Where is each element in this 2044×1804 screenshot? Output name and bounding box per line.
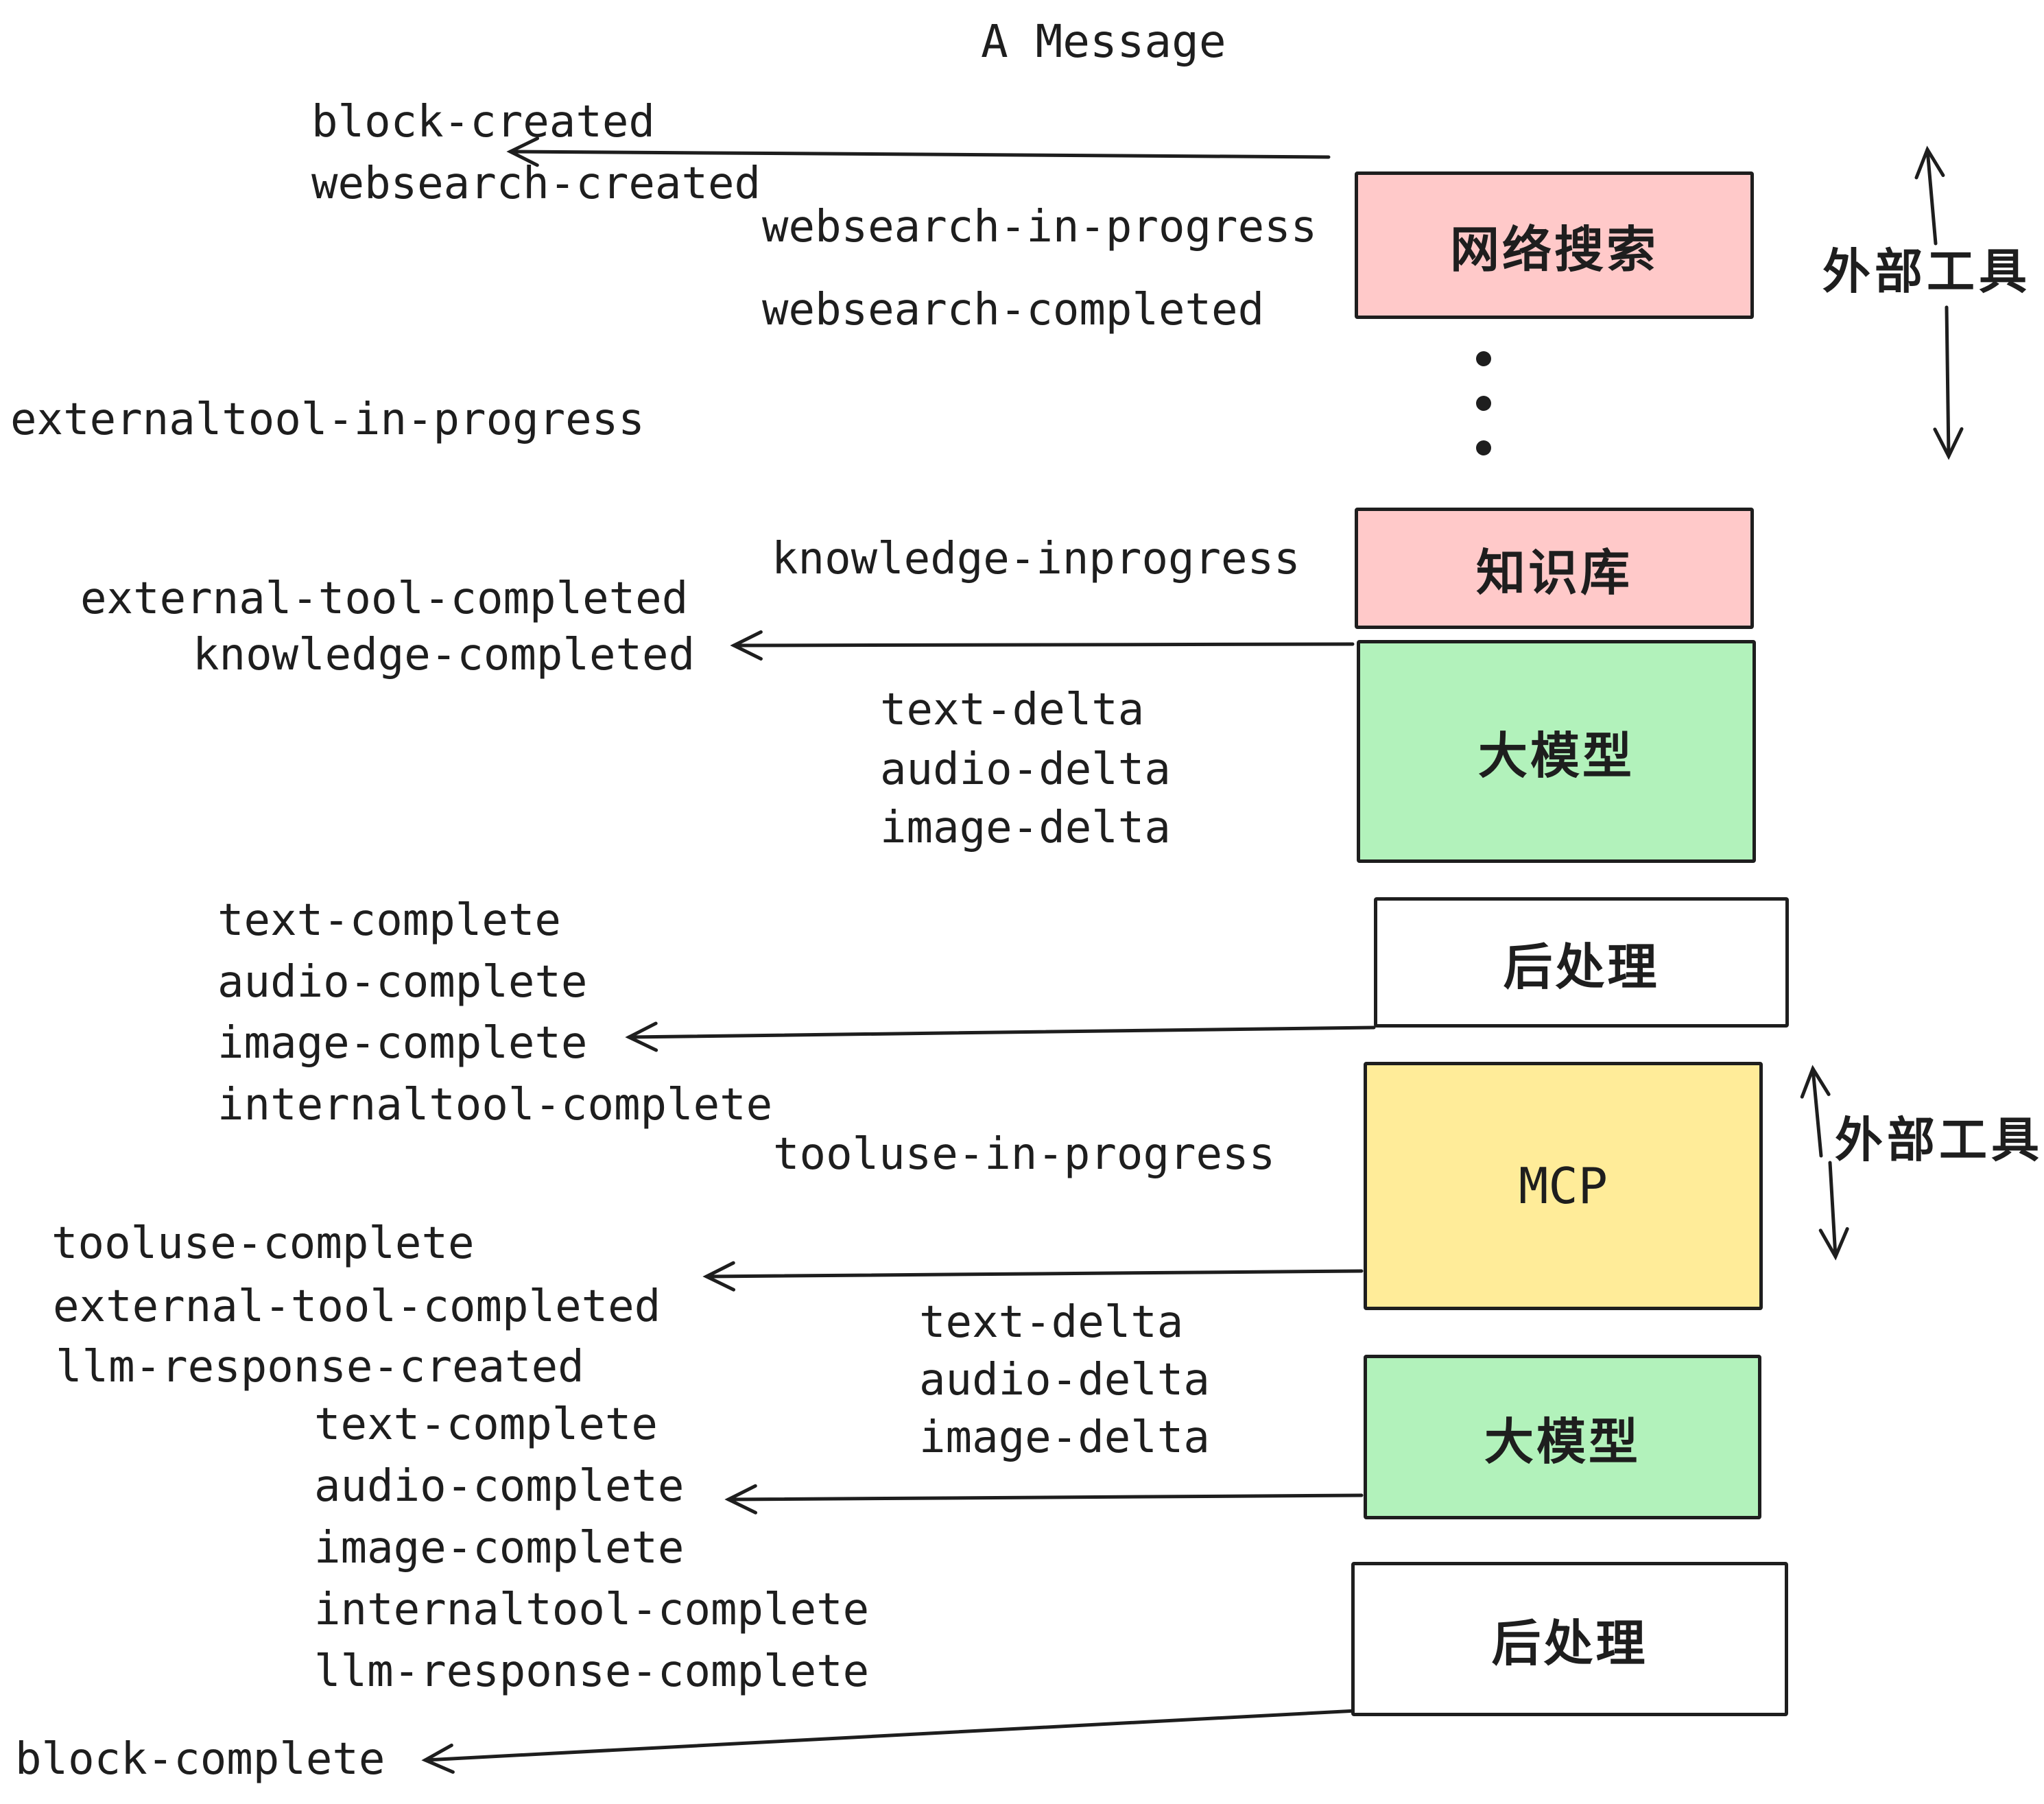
knowledge-box: 知识库 (1355, 508, 1754, 629)
llm-box-1: 大模型 (1357, 640, 1756, 863)
arrow-tooluse-complete (702, 1261, 1364, 1292)
event-block-created: block-created (311, 97, 655, 147)
diagram-title: A Message (981, 15, 1226, 68)
event-tooluse-in-progress: tooluse-in-progress (773, 1129, 1276, 1180)
arrow-block-complete-head (421, 1743, 455, 1774)
arrow-external-tool-down-1 (1933, 305, 1964, 460)
event-internaltool-complete-1: internaltool-complete (217, 1080, 773, 1130)
event-externaltool-in-progress: externaltool-in-progress (10, 394, 645, 445)
mcp-box-label: MCP (1518, 1157, 1608, 1215)
ellipsis-dot (1476, 440, 1491, 455)
llm-box-2-label: 大模型 (1484, 1414, 1641, 1470)
postprocess-box-1: 后处理 (1374, 897, 1789, 1028)
arrow-llm-complete-2-head (724, 1484, 758, 1515)
arrow-websearch-created (506, 137, 1331, 167)
arrow-knowledge-completed (730, 630, 1355, 661)
arrow-external-tool-up-2-head (1800, 1065, 1831, 1099)
arrow-block-complete (421, 1709, 1359, 1774)
event-text-complete-2: text-complete (314, 1399, 658, 1450)
arrow-internal-complete-1-head (625, 1021, 658, 1052)
event-audio-complete-1: audio-complete (217, 957, 588, 1008)
arrow-websearch-created-head (506, 137, 540, 167)
event-knowledge-inprogress: knowledge-inprogress (772, 534, 1300, 584)
event-tooluse-complete: tooluse-complete (51, 1218, 475, 1269)
event-text-delta-2: text-delta (919, 1297, 1184, 1348)
arrow-tooluse-complete-head (702, 1261, 736, 1292)
event-audio-delta-2: audio-delta (919, 1355, 1210, 1405)
ellipsis-dot (1476, 396, 1491, 411)
ellipsis-dot (1476, 351, 1491, 366)
event-websearch-in-progress: websearch-in-progress (762, 202, 1318, 252)
event-websearch-completed: websearch-completed (762, 285, 1265, 335)
postprocess-box-2: 后处理 (1351, 1562, 1788, 1716)
event-audio-delta-1: audio-delta (880, 744, 1171, 795)
mcp-box: MCP (1364, 1062, 1763, 1310)
event-image-delta-2: image-delta (919, 1412, 1210, 1463)
event-external-tool-completed-2: external-tool-completed (53, 1281, 661, 1332)
event-text-complete-1: text-complete (217, 895, 561, 946)
event-image-complete-1: image-complete (217, 1018, 588, 1069)
llm-box-1-label: 大模型 (1477, 729, 1635, 784)
external-tools-label-1: 外部工具 (1822, 245, 2031, 298)
websearch-box-label: 网络搜索 (1449, 223, 1659, 278)
arrow-internal-complete-1 (625, 1021, 1376, 1052)
event-external-tool-completed-1: external-tool-completed (80, 573, 689, 624)
arrow-external-tool-down-2-head (1818, 1227, 1849, 1261)
event-websearch-created: websearch-created (311, 158, 761, 209)
arrow-llm-complete-2 (724, 1484, 1364, 1515)
event-audio-complete-2: audio-complete (314, 1461, 685, 1512)
websearch-box: 网络搜索 (1355, 171, 1754, 319)
llm-box-2: 大模型 (1364, 1355, 1761, 1519)
postprocess-box-2-label: 后处理 (1491, 1617, 1648, 1672)
arrow-external-tool-down-1-head (1933, 427, 1964, 460)
external-tools-label-2: 外部工具 (1835, 1113, 2043, 1167)
arrow-external-tool-up-2 (1800, 1065, 1831, 1158)
arrow-external-tool-up-1-head (1914, 145, 1945, 180)
event-image-delta-1: image-delta (880, 803, 1171, 853)
arrow-knowledge-completed-head (730, 630, 763, 661)
arrow-external-tool-down-2 (1818, 1161, 1849, 1261)
event-text-delta-1: text-delta (880, 685, 1145, 735)
knowledge-box-label: 知识库 (1475, 546, 1632, 601)
event-block-complete: block-complete (15, 1734, 385, 1785)
event-llm-response-complete: llm-response-complete (314, 1646, 870, 1697)
event-knowledge-completed: knowledge-completed (193, 630, 696, 680)
event-llm-response-created: llm-response-created (56, 1342, 584, 1392)
postprocess-box-1-label: 后处理 (1503, 940, 1660, 995)
arrow-external-tool-up-1 (1914, 145, 1945, 246)
event-image-complete-2: image-complete (314, 1523, 685, 1574)
event-internaltool-complete-2: internaltool-complete (314, 1585, 870, 1635)
